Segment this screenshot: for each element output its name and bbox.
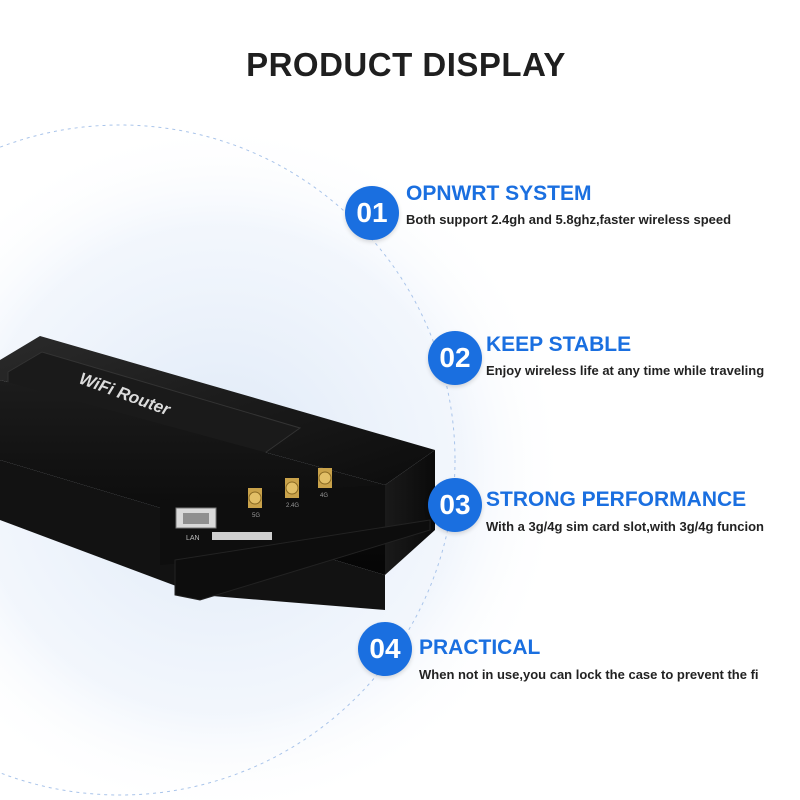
antenna-label-2: 2.4G xyxy=(286,503,299,509)
feature-number-badge-02: 02 xyxy=(428,331,482,385)
antenna-connector-1 xyxy=(248,488,262,508)
router-base xyxy=(174,519,431,601)
feature-description-03: With a 3g/4g sim card slot,with 3g/4g fu… xyxy=(486,519,764,534)
sim-slot xyxy=(212,532,272,540)
lan-port-socket xyxy=(183,513,209,524)
feature-number-badge-03: 03 xyxy=(428,478,482,532)
feature-number-badge-01: 01 xyxy=(345,186,399,240)
router-device: WiFi Router LAN 5G 2.4G 4G xyxy=(0,336,435,610)
feature-title-01: OPNWRT SYSTEM xyxy=(406,182,592,205)
dashed-orbit-circle xyxy=(0,124,456,796)
antenna-connector-3 xyxy=(318,468,332,488)
feature-title-03: STRONG PERFORMANCE xyxy=(486,488,747,511)
antenna-label-3: 4G xyxy=(320,493,328,499)
feature-title-02: KEEP STABLE xyxy=(486,333,632,356)
antenna-connector-2 xyxy=(285,478,299,498)
page-title: PRODUCT DISPLAY xyxy=(246,46,566,83)
feature-number-badge-04: 04 xyxy=(358,622,412,676)
feature-title-04: PRACTICAL xyxy=(419,636,541,659)
router-front xyxy=(385,450,435,575)
antenna-label-1: 5G xyxy=(252,513,260,519)
feature-description-02: Enjoy wireless life at any time while tr… xyxy=(486,363,765,378)
feature-description-04: When not in use,you can lock the case to… xyxy=(419,667,759,682)
feature-description-01: Both support 2.4gh and 5.8ghz,faster wir… xyxy=(406,212,732,227)
lan-port-label: LAN xyxy=(186,535,200,542)
